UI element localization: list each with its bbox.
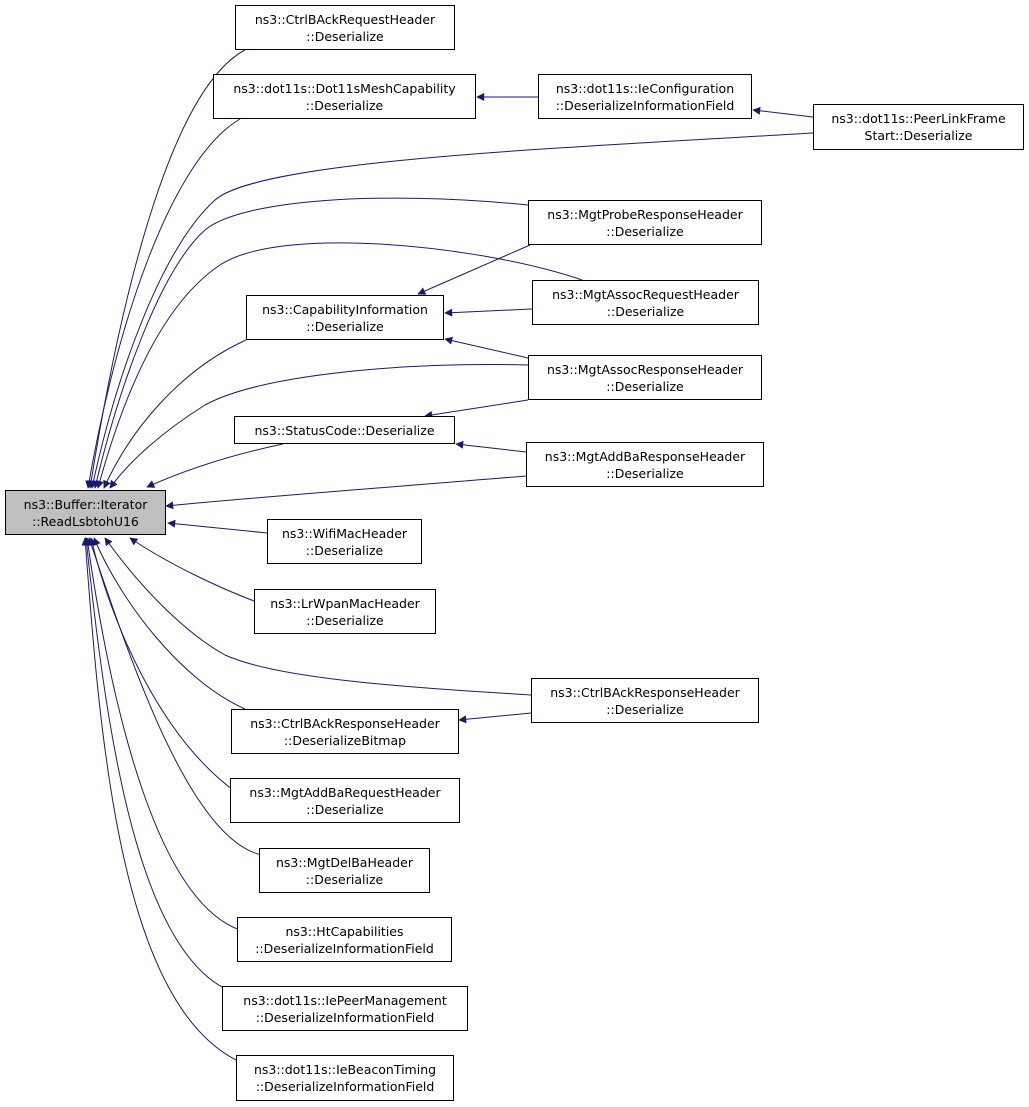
node-label-line: ::Deserialize xyxy=(306,318,384,334)
node-label-line: ns3::StatusCode::Deserialize xyxy=(254,422,435,438)
node-label-line: ns3::MgtDelBaHeader xyxy=(276,854,413,870)
node-label-line: ::ReadLsbtohU16 xyxy=(32,513,139,529)
node-statuscode[interactable]: ns3::StatusCode::Deserialize xyxy=(234,416,455,444)
node-label-line: ns3::MgtAddBaRequestHeader xyxy=(249,784,441,800)
node-label-line: ::DeserializeInformationField xyxy=(255,1079,435,1094)
node-ctrlbackreq[interactable]: ns3::CtrlBAckRequestHeader::Deserialize xyxy=(235,5,455,50)
edge-ctrlbackresp-to-root xyxy=(104,537,532,696)
node-label-line: ::DeserializeInformationField xyxy=(555,97,735,113)
edge-statuscode-to-root xyxy=(146,443,284,488)
node-label-line: ns3::MgtAssocResponseHeader xyxy=(546,361,744,377)
node-meshcap[interactable]: ns3::dot11s::Dot11sMeshCapability::Deser… xyxy=(213,74,476,119)
node-label-line: Start::Deserialize xyxy=(864,128,973,143)
node-addbareq[interactable]: ns3::MgtAddBaRequestHeader::Deserialize xyxy=(230,778,460,823)
edge-delba-to-root xyxy=(87,537,263,856)
edge-bitmap-to-root xyxy=(93,537,246,710)
node-label-line: ::Deserialize xyxy=(606,223,684,239)
node-label-line: ::Deserialize xyxy=(305,871,384,887)
node-label-line: ns3::CtrlBAckResponseHeader xyxy=(250,715,440,731)
node-label-line: ::Deserialize xyxy=(606,378,684,394)
node-label-line: ns3::dot11s::Dot11sMeshCapability xyxy=(233,80,456,96)
edge-capinfo-to-root xyxy=(103,339,247,489)
edge-addbaresp-to-statuscode xyxy=(455,440,527,453)
node-lrwpan[interactable]: ns3::LrWpanMacHeader::Deserialize xyxy=(254,589,436,634)
edge-assocresp-to-root xyxy=(109,364,529,489)
node-label-line: ::Deserialize xyxy=(606,465,684,481)
node-assocresp[interactable]: ns3::MgtAssocResponseHeader::Deserialize xyxy=(528,355,762,400)
node-htcap[interactable]: ns3::HtCapabilities::DeserializeInformat… xyxy=(237,917,452,962)
node-label-line: ::DeserializeInformationField xyxy=(255,940,434,956)
node-label-line: ::Deserialize xyxy=(305,542,384,558)
edge-beacon-to-root xyxy=(81,537,237,1061)
edge-peerlink-to-ieconfig xyxy=(752,106,814,118)
node-label-line: ns3::MgtAssocRequestHeader xyxy=(552,286,739,302)
node-probe[interactable]: ns3::MgtProbeResponseHeader::Deserialize xyxy=(528,200,762,245)
edge-probe-to-capinfo xyxy=(417,244,531,295)
edge-peerlink-to-root xyxy=(89,132,814,489)
node-label-line: ns3::HtCapabilities xyxy=(285,923,404,939)
edge-meshcap-to-root xyxy=(85,118,241,489)
node-label-line: ns3::Buffer::Iterator xyxy=(23,496,148,512)
node-label-line: ns3::CtrlBAckResponseHeader xyxy=(550,684,740,700)
edge-assocresp-to-capinfo xyxy=(444,336,529,359)
edge-addbaresp-to-root xyxy=(165,475,527,510)
node-label-line: ::Deserialize xyxy=(306,612,384,628)
node-peermgmt[interactable]: ns3::dot11s::IePeerManagement::Deseriali… xyxy=(222,986,468,1031)
edge-assocreq-to-capinfo xyxy=(444,308,533,317)
node-label-line: ::Deserialize xyxy=(306,801,384,817)
node-wifimac[interactable]: ns3::WifiMacHeader::Deserialize xyxy=(267,519,422,564)
node-label-line: ns3::CapabilityInformation xyxy=(262,301,428,317)
edge-assocreq-to-root xyxy=(96,242,583,489)
edge-ctrlbackresp-to-bitmap xyxy=(458,712,532,724)
edge-probe-to-root xyxy=(92,197,529,489)
node-label-line: ns3::MgtAddBaResponseHeader xyxy=(544,448,746,464)
edge-assocresp-to-statuscode xyxy=(424,399,529,419)
node-assocreq[interactable]: ns3::MgtAssocRequestHeader::Deserialize xyxy=(532,280,759,325)
edge-wifimac-to-root xyxy=(167,519,268,534)
node-label-line: ::Deserialize xyxy=(305,97,384,113)
node-label-line: ns3::dot11s::IeBeaconTiming xyxy=(253,1062,437,1077)
node-delba[interactable]: ns3::MgtDelBaHeader::Deserialize xyxy=(259,848,430,893)
node-bitmap[interactable]: ns3::CtrlBAckResponseHeader::Deserialize… xyxy=(231,709,459,754)
edge-peermgmt-to-root xyxy=(82,537,231,992)
node-addbaresp[interactable]: ns3::MgtAddBaResponseHeader::Deserialize xyxy=(526,442,764,487)
node-label-line: ns3::dot11s::PeerLinkFrame xyxy=(831,111,1006,126)
node-root[interactable]: ns3::Buffer::Iterator::ReadLsbtohU16 xyxy=(5,490,166,535)
edge-htcap-to-root xyxy=(84,537,241,931)
node-label-line: ns3::MgtProbeResponseHeader xyxy=(547,206,743,222)
node-label-line: ::DeserializeInformationField xyxy=(255,1009,435,1025)
node-label-line: ns3::CtrlBAckRequestHeader xyxy=(254,11,436,27)
node-label-line: ns3::dot11s::IeConfiguration xyxy=(555,80,735,96)
node-label-line: ns3::dot11s::IePeerManagement xyxy=(243,992,447,1008)
node-label-line: ::Deserialize xyxy=(606,303,685,319)
node-label-line: ns3::WifiMacHeader xyxy=(281,525,408,541)
node-label-line: ::Deserialize xyxy=(306,28,384,44)
node-label-line: ns3::LrWpanMacHeader xyxy=(270,595,420,611)
node-capinfo[interactable]: ns3::CapabilityInformation::Deserialize xyxy=(246,295,444,340)
node-beacon[interactable]: ns3::dot11s::IeBeaconTiming::Deserialize… xyxy=(236,1055,454,1101)
node-ieconfig[interactable]: ns3::dot11s::IeConfiguration::Deserializ… xyxy=(538,74,752,119)
node-label-line: ::Deserialize xyxy=(606,701,684,717)
node-ctrlbackresp[interactable]: ns3::CtrlBAckResponseHeader::Deserialize xyxy=(531,678,759,723)
node-label-line: ::DeserializeBitmap xyxy=(283,732,407,748)
edge-lrwpan-to-root xyxy=(129,537,255,602)
